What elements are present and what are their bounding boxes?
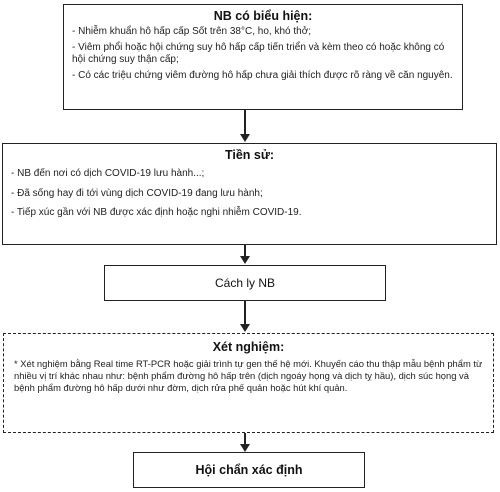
symptom-line-1: - Nhiễm khuẩn hô hấp cấp Sốt trên 38°C, …	[72, 26, 312, 37]
confirmation-box: Hội chẩn xác định	[133, 452, 365, 488]
confirmation-label: Hội chẩn xác định	[195, 463, 303, 477]
testing-box: Xét nghiệm: * Xét nghiệm bằng Real time …	[3, 333, 494, 433]
arrow-4-head	[240, 444, 250, 452]
history-line-2: - Đã sống hay đi tới vùng dịch COVID-19 …	[11, 187, 263, 199]
symptoms-box: NB có biểu hiện: - Nhiễm khuẩn hô hấp cấ…	[63, 4, 463, 110]
symptoms-title: NB có biểu hiện:	[213, 9, 313, 23]
arrow-3	[244, 301, 246, 327]
arrow-4	[244, 433, 246, 446]
history-title: Tiền sử:	[224, 148, 275, 162]
history-line-3: - Tiếp xúc gần với NB được xác định hoặc…	[11, 207, 302, 218]
history-box: Tiền sử: - NB đến nơi có dịch COVID-19 l…	[2, 143, 497, 245]
testing-text: * Xét nghiệm bằng Real time RT-PCR hoặc …	[14, 358, 483, 393]
isolation-label: Cách ly NB	[214, 276, 276, 290]
symptom-line-2: - Viêm phổi hoặc hội chứng suy hô hấp cấ…	[72, 41, 445, 66]
arrow-3-head	[240, 324, 250, 332]
arrow-1-head	[240, 134, 250, 142]
testing-title: Xét nghiệm:	[212, 340, 285, 354]
isolation-box: Cách ly NB	[104, 265, 386, 301]
arrow-1	[244, 110, 246, 137]
arrow-2-head	[240, 256, 250, 264]
symptom-line-3: - Có các triệu chứng viêm đường hô hấp c…	[72, 69, 453, 81]
history-line-1: - NB đến nơi có dịch COVID-19 lưu hành..…	[11, 168, 205, 179]
arrow-2	[244, 245, 246, 259]
